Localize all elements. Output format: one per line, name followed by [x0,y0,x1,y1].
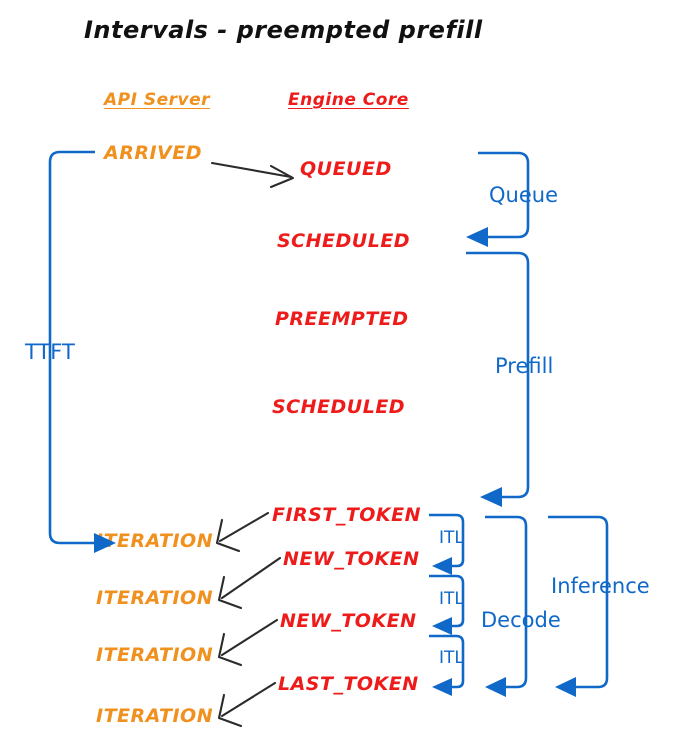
event-scheduled-1: SCHEDULED [277,230,411,252]
bracket-decode [485,515,528,697]
event-iteration-3: ITERATION [96,644,214,666]
bracket-inference [548,515,609,697]
interval-label-inference: Inference [548,574,653,598]
column-header-api-server: API Server [104,90,211,110]
event-iteration-1: ITERATION [96,530,214,552]
interval-label-prefill: Prefill [492,354,557,378]
interval-label-ttft: TTFT [22,340,78,364]
interval-label-itl-3: ITL [437,648,466,668]
event-iteration-4: ITERATION [96,705,214,727]
arrow-new-token-1-to-iteration [217,556,282,610]
bracket-prefill [466,251,530,507]
interval-label-queue: Queue [486,183,561,207]
interval-label-itl-1: ITL [437,528,466,548]
event-preempted: PREEMPTED [275,308,409,330]
event-first-token: FIRST_TOKEN [272,504,422,526]
page-title: Intervals - preempted prefill [84,16,483,44]
event-last-token: LAST_TOKEN [278,673,419,695]
column-header-engine-core: Engine Core [288,90,409,110]
event-new-token-2: NEW_TOKEN [280,610,417,632]
arrow-first-token-to-iteration [215,511,270,553]
interval-label-decode: Decode [478,608,564,632]
event-queued: QUEUED [300,158,392,180]
event-arrived: ARRIVED [104,142,202,164]
event-iteration-2: ITERATION [96,587,214,609]
interval-label-itl-2: ITL [437,589,466,609]
arrow-last-token-to-iteration [217,681,277,728]
arrow-new-token-2-to-iteration [217,618,279,667]
arrow-arrived-to-queued [210,161,295,189]
event-scheduled-2: SCHEDULED [272,396,406,418]
event-new-token-1: NEW_TOKEN [283,548,420,570]
